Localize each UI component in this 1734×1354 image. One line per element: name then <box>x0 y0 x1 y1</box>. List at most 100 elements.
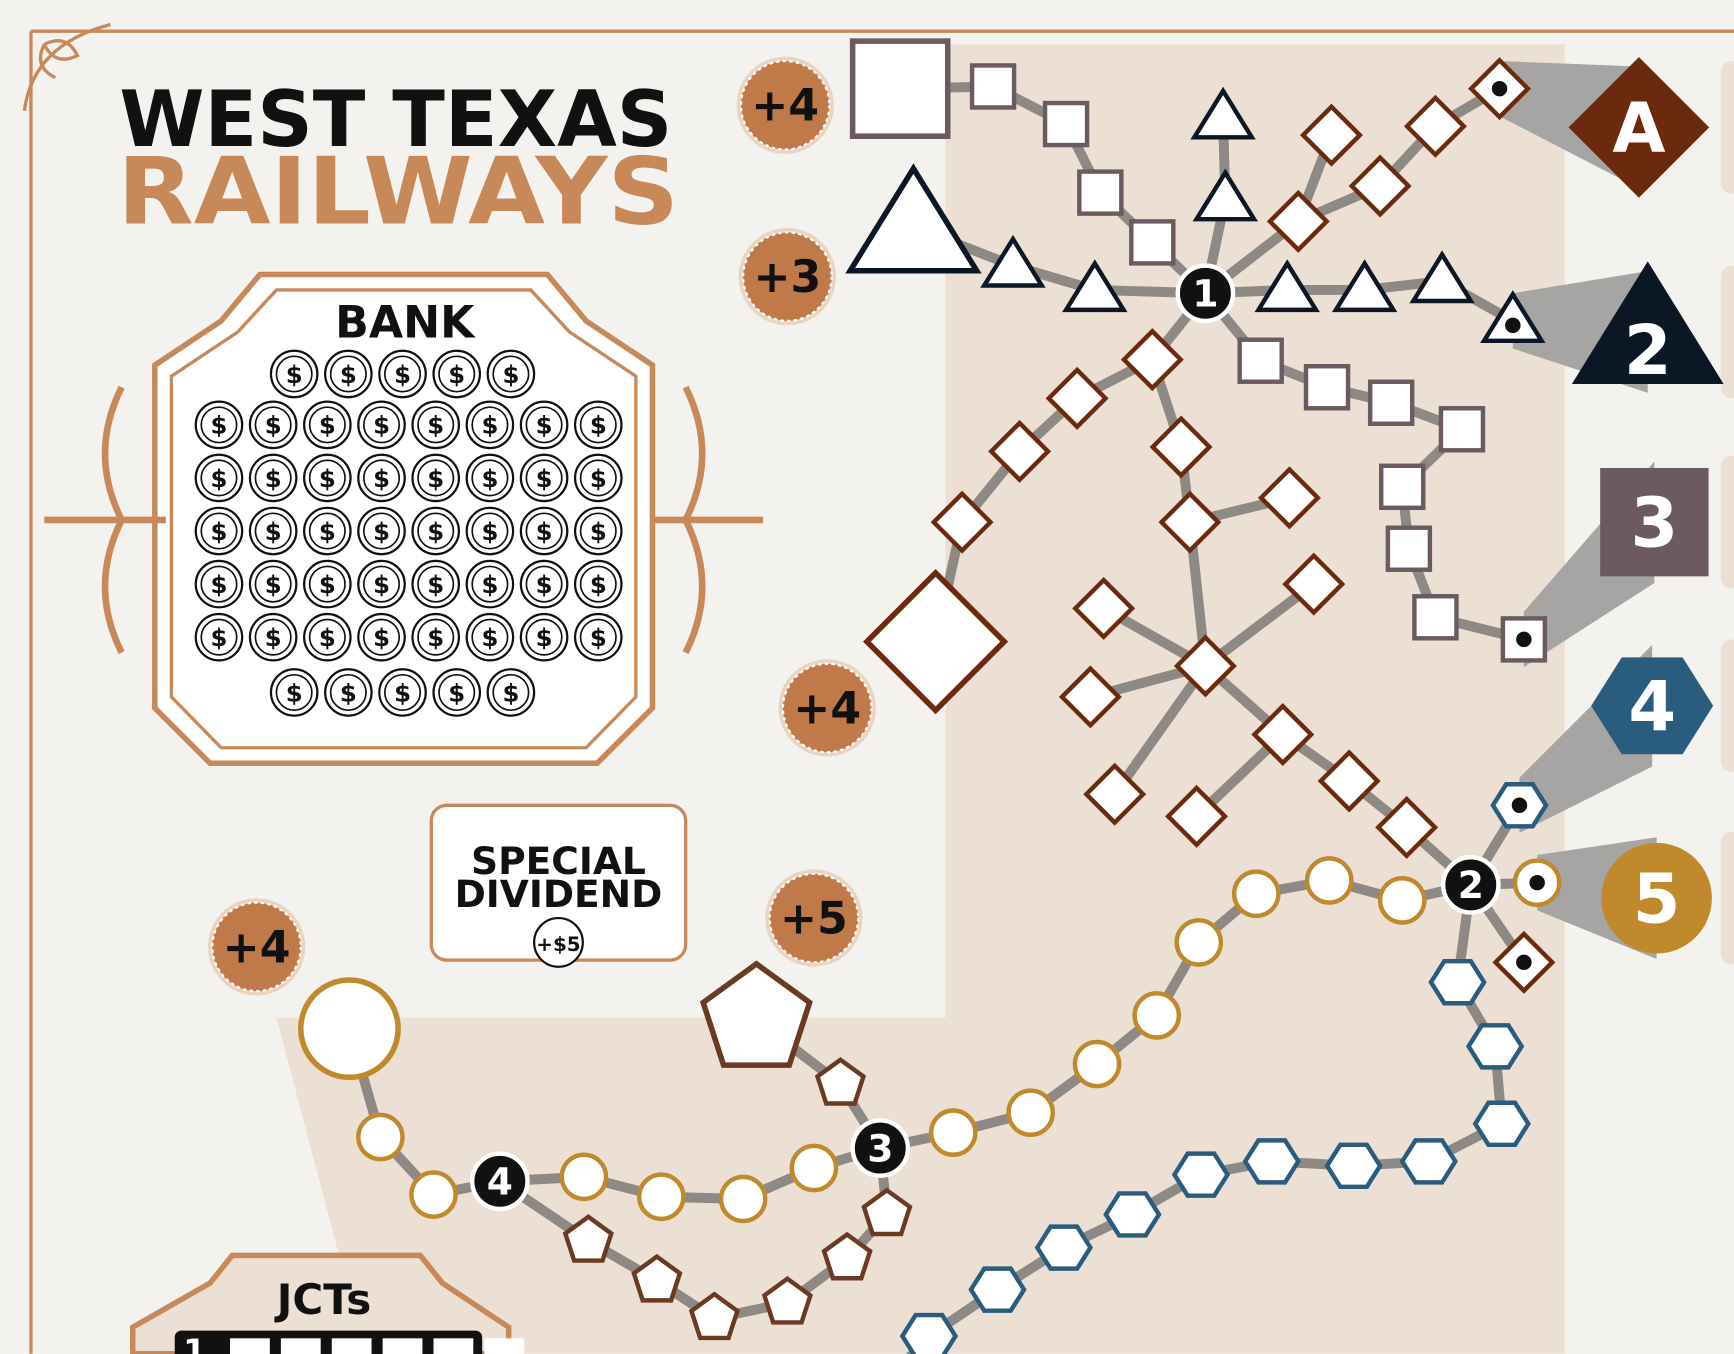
triangle-space[interactable] <box>980 234 1046 288</box>
diamond-space[interactable] <box>1120 328 1184 392</box>
circle-space[interactable] <box>409 1170 458 1219</box>
diamond-space[interactable] <box>1173 634 1237 698</box>
square-space[interactable] <box>1303 364 1351 411</box>
company-card-edge[interactable] <box>1720 831 1734 965</box>
home-diamond-space[interactable] <box>862 569 1009 715</box>
triangle-space[interactable] <box>1331 259 1398 313</box>
circle-space[interactable] <box>559 1152 609 1202</box>
pentagon-space[interactable] <box>761 1276 813 1325</box>
pentagon-space[interactable] <box>562 1214 614 1263</box>
diamond-space[interactable] <box>1257 466 1321 530</box>
diamond-space[interactable] <box>1251 703 1315 766</box>
circle-space[interactable] <box>636 1172 686 1222</box>
circle-space[interactable] <box>1072 1039 1122 1089</box>
hexagon-space[interactable] <box>1465 1023 1525 1070</box>
diamond-space[interactable] <box>1045 366 1109 430</box>
svg-text:$: $ <box>211 464 228 493</box>
diamond-space[interactable] <box>1158 490 1222 554</box>
diamond-space[interactable] <box>1403 94 1467 158</box>
triangle-space[interactable] <box>1254 259 1320 313</box>
hexagon-space[interactable] <box>1399 1138 1458 1185</box>
circle-space[interactable] <box>789 1143 839 1193</box>
triangle-space[interactable] <box>1062 259 1128 313</box>
pentagon-space[interactable] <box>631 1253 683 1303</box>
triangle-space[interactable] <box>1190 86 1256 140</box>
pentagon-space[interactable] <box>688 1291 740 1341</box>
jct-cell[interactable] <box>280 1338 321 1354</box>
home-triangle-space[interactable] <box>845 163 982 274</box>
diamond-space[interactable] <box>1149 415 1213 479</box>
hexagon-space[interactable] <box>968 1266 1027 1313</box>
hexagon-space[interactable] <box>1428 958 1487 1006</box>
square-space[interactable] <box>1385 525 1433 572</box>
square-space[interactable] <box>1379 463 1426 511</box>
company-2-marker[interactable]: 2 <box>1571 261 1724 391</box>
jct-cell[interactable] <box>484 1338 525 1354</box>
circle-space[interactable] <box>1304 856 1354 905</box>
route-spaces <box>298 38 1562 1354</box>
home-circle-space[interactable] <box>298 977 401 1081</box>
junction-4[interactable]: 4 <box>469 1151 530 1212</box>
company-card-edge[interactable] <box>1720 455 1734 589</box>
hexagon-space[interactable] <box>899 1312 959 1354</box>
pentagon-space[interactable] <box>861 1187 913 1237</box>
diamond-space[interactable] <box>1282 552 1346 616</box>
square-space[interactable] <box>1367 379 1415 426</box>
hexagon-space[interactable] <box>1103 1191 1162 1238</box>
junction-1[interactable]: 1 <box>1175 263 1236 324</box>
svg-text:$: $ <box>536 623 553 652</box>
company-5-marker[interactable]: 5 <box>1601 842 1712 954</box>
company-card-edge[interactable] <box>1720 61 1734 194</box>
square-space[interactable] <box>1042 100 1090 148</box>
diamond-space[interactable] <box>1299 103 1363 167</box>
diamond-space[interactable] <box>1058 665 1122 729</box>
jct-cell[interactable] <box>230 1338 270 1354</box>
square-space[interactable] <box>969 63 1017 110</box>
circle-space[interactable] <box>1174 918 1224 967</box>
circle-space[interactable] <box>928 1108 978 1157</box>
circle-space[interactable] <box>1231 869 1281 919</box>
junction-2[interactable]: 2 <box>1440 855 1501 915</box>
jct-cell[interactable] <box>331 1338 372 1354</box>
square-space[interactable] <box>1438 406 1486 453</box>
diamond-space[interactable] <box>988 419 1052 483</box>
hexagon-space[interactable] <box>1034 1224 1094 1271</box>
company-4-marker[interactable]: 4 <box>1591 657 1714 755</box>
circle-space[interactable] <box>1377 876 1427 925</box>
hexagon-space[interactable] <box>1472 1100 1531 1147</box>
circle-space[interactable] <box>1132 991 1182 1040</box>
company-3-marker[interactable]: 3 <box>1600 467 1709 577</box>
hexagon-space[interactable] <box>1171 1151 1231 1198</box>
pentagon-space[interactable] <box>821 1231 873 1281</box>
hexagon-space[interactable] <box>1242 1138 1301 1185</box>
hexagon-space[interactable] <box>1324 1142 1383 1190</box>
square-space[interactable] <box>1412 594 1459 641</box>
company-card-edge[interactable] <box>1720 265 1734 399</box>
circle-space[interactable] <box>718 1174 768 1224</box>
diamond-space[interactable] <box>930 490 994 554</box>
diamond-space[interactable] <box>1317 749 1381 813</box>
svg-text:$: $ <box>319 623 336 652</box>
pentagon-space[interactable] <box>814 1057 867 1106</box>
diamond-space[interactable] <box>1072 576 1136 640</box>
triangle-space[interactable] <box>1192 168 1259 222</box>
circle-space[interactable] <box>356 1112 405 1162</box>
company-card-edge[interactable] <box>1720 639 1734 773</box>
diamond-space[interactable] <box>1348 154 1412 218</box>
diamond-space[interactable] <box>1266 189 1330 253</box>
diamond-space[interactable] <box>1375 795 1439 859</box>
home-square-space[interactable] <box>849 38 951 139</box>
company-A-marker[interactable]: A <box>1568 57 1710 198</box>
square-space[interactable] <box>1237 337 1284 384</box>
jct-cell[interactable] <box>382 1338 423 1354</box>
home-pentagon-space[interactable] <box>699 960 813 1068</box>
svg-text:$: $ <box>319 570 336 599</box>
jct-cell[interactable] <box>433 1338 474 1354</box>
square-space[interactable] <box>1129 219 1176 266</box>
square-space[interactable] <box>1077 169 1124 216</box>
diamond-space[interactable] <box>1165 784 1229 848</box>
diamond-space[interactable] <box>1083 762 1147 826</box>
circle-space[interactable] <box>1006 1088 1055 1138</box>
triangle-space[interactable] <box>1409 250 1475 304</box>
junction-3[interactable]: 3 <box>850 1118 911 1178</box>
